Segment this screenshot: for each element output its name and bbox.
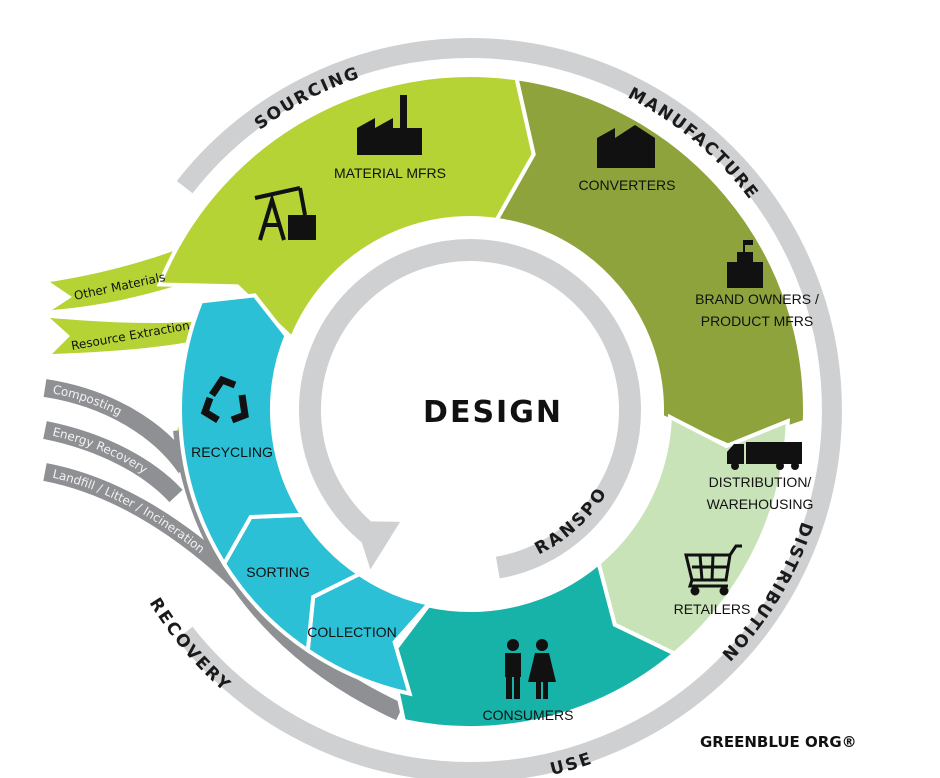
output-stream-energy-recovery [43,421,183,503]
label-converters: CONVERTERS [579,177,676,193]
segment-recycling [178,293,306,568]
brand-owner-building-icon [727,240,763,288]
label-warehousing: WAREHOUSING [707,496,814,512]
label-product-mfrs: PRODUCT MFRS [701,313,814,329]
label-material-mfrs: MATERIAL MFRS [334,165,446,181]
output-stream-composting [43,379,194,474]
consumers-people-icon [505,639,556,699]
segment-use [387,559,679,730]
brand-logo-text: GREENBLUE ORG® [700,733,857,751]
outer-ring [176,38,842,778]
label-retailers: RETAILERS [674,601,751,617]
recycle-icon [200,375,249,424]
oil-pump-icon [254,186,316,241]
label-brand-owners: BRAND OWNERS / [695,291,819,307]
factory-icon [357,95,422,155]
ring-label-recovery: RECOVERY [145,594,235,696]
segment-manufacture [493,75,807,449]
inner-transport-ring [299,239,641,579]
segment-sourcing [156,73,536,342]
label-recycling: RECYCLING [191,444,273,460]
label-consumers: CONSUMERS [482,707,573,723]
label-sorting: SORTING [246,564,310,580]
label-distribution: DISTRIBUTION/ [709,474,812,490]
input-tail-resource-extraction [50,318,215,440]
converters-icon [597,125,655,168]
label-collection: COLLECTION [307,624,396,640]
truck-icon [727,442,802,470]
shopping-cart-icon [684,544,742,596]
center-title: DESIGN [423,395,563,430]
transport-arrow-icon [354,521,401,570]
